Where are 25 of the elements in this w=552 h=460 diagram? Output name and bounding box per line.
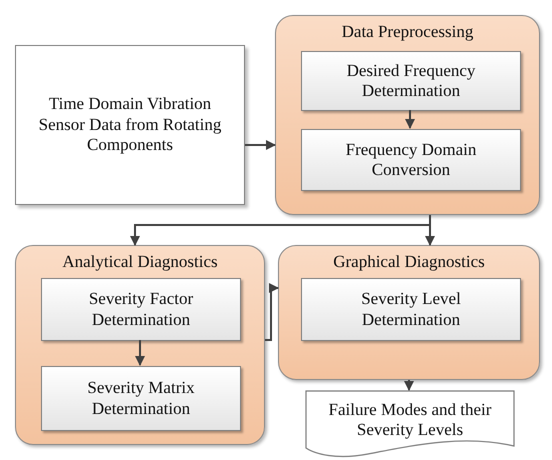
node-label: Severity Matrix Determination [86,378,196,419]
document-shape [305,390,515,458]
group-panel [278,245,540,380]
process-box [15,45,245,205]
process-box [301,51,521,111]
group-panel [275,15,540,215]
group-title: Graphical Diagnostics [332,252,486,272]
node-label: Severity Level Determination [360,289,462,330]
process-box [41,278,241,341]
group-panel [15,245,265,445]
node-label: Frequency Domain Conversion [344,140,478,180]
arrow [404,380,414,391]
node-label: Failure Modes and their Severity Levels [328,399,492,441]
arrow [405,110,415,129]
node-label: Time Domain Vibration Sensor Data from Rotating Components [38,94,222,156]
arrow [245,140,276,150]
node-label: Severity Factor Determination [88,289,194,330]
node-label: Desired Frequency Determination [346,60,476,102]
group-title: Data Preprocessing [340,22,474,42]
arrow [135,340,145,366]
process-box [301,129,521,191]
process-box [41,366,241,431]
group-title: Analytical Diagnostics [61,252,219,272]
process-box [301,278,521,341]
arrow [265,283,279,341]
